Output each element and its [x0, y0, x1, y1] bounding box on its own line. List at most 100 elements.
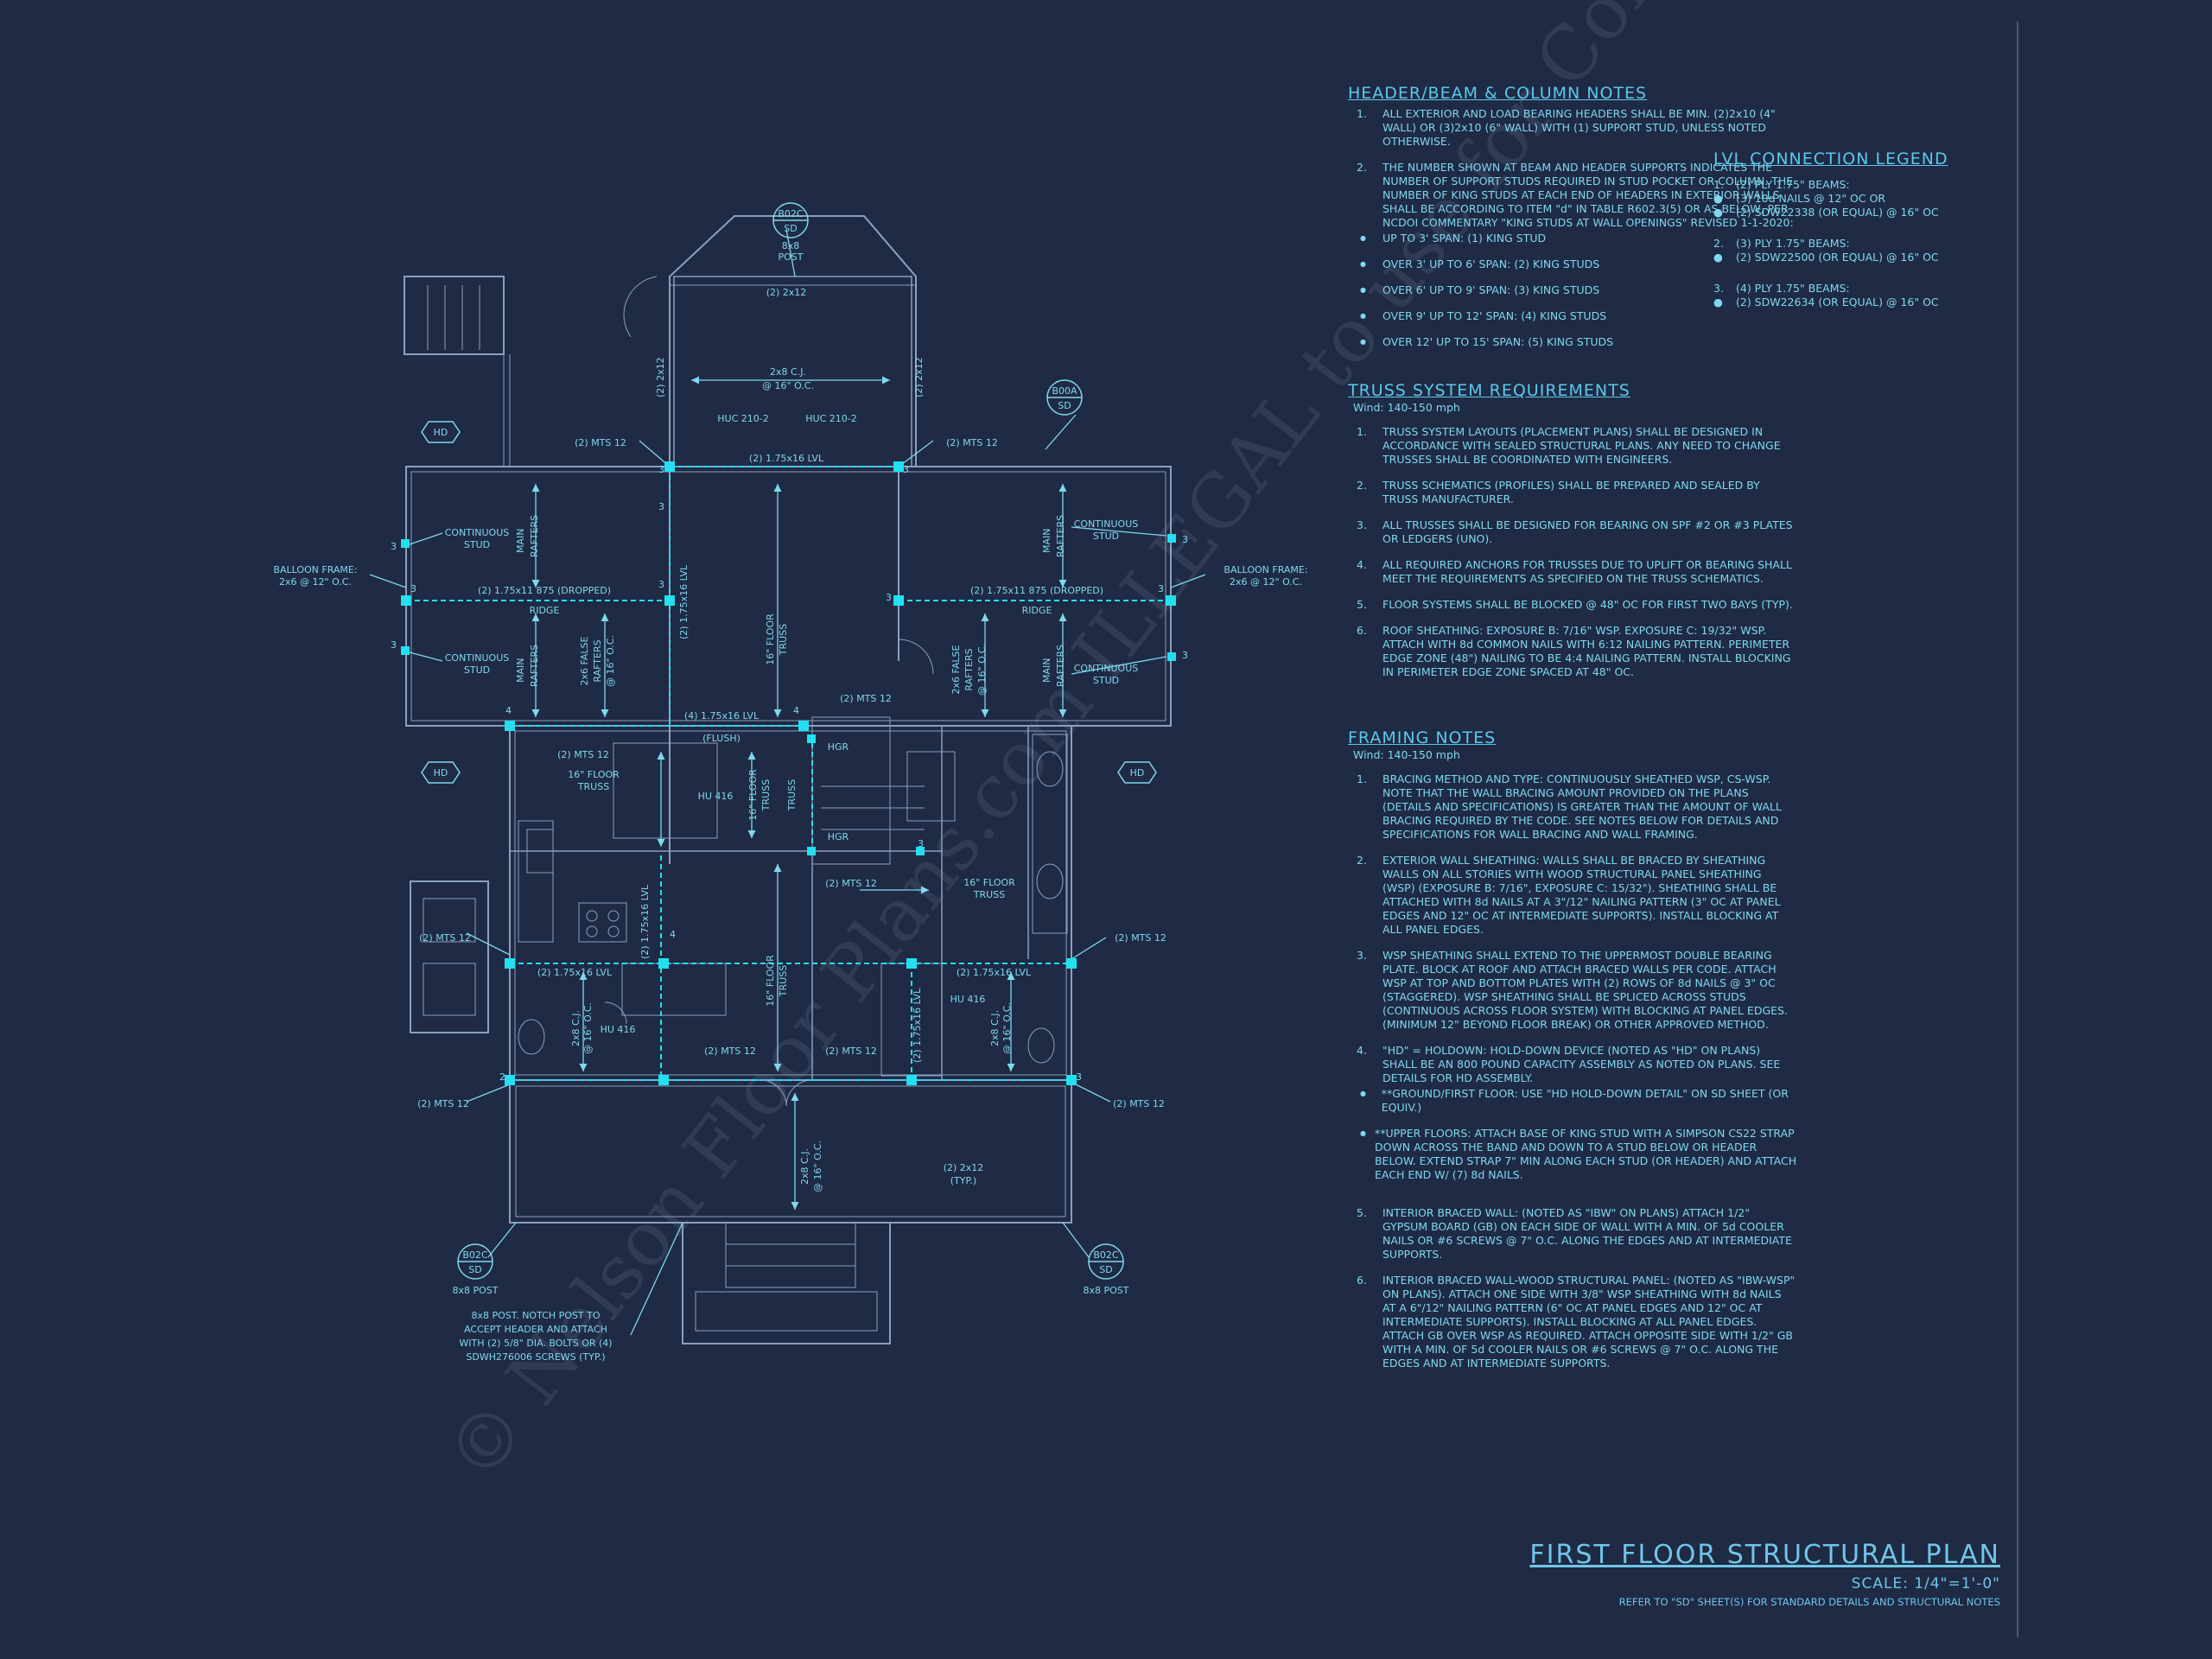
scale-label: SCALE: 1/4"=1'-0": [1851, 1575, 2000, 1592]
dropped-beam-left: (2) 1.75x11 875 (DROPPED): [478, 585, 611, 596]
hd-tag-top-left: [421, 421, 461, 443]
stud-2: STUD: [464, 664, 490, 676]
plan-text: B02C SD 8x8 POST B00A SD B02C SD B02C SD…: [273, 208, 1307, 1363]
ridge-left: RIDGE: [530, 605, 560, 616]
tag-b02c-right-sd: SD: [1099, 1264, 1112, 1275]
stud-count-12: 4: [505, 705, 512, 716]
cj-top-spacing: @ 16" O.C.: [762, 380, 814, 391]
cj-bath-right-spacing: @ 16" O.C.: [1001, 1002, 1013, 1054]
stud-count-10: 3: [1158, 583, 1164, 594]
tag-sd-top: SD: [784, 223, 797, 234]
floor-truss-2b: TRUSS: [577, 781, 609, 792]
false-rafters-2c: @ 16" O.C.: [976, 644, 988, 696]
header-2x12-porch: (2) 2x12: [944, 1162, 984, 1173]
list-item: **GROUND/FIRST FLOOR: USE "HD HOLD-DOWN …: [1382, 1087, 1797, 1115]
list-item: OVER 9' UP TO 12' SPAN: (4) KING STUDS: [1382, 309, 1797, 323]
mts-1: (2) MTS 12: [575, 437, 626, 448]
framing-wind: Wind: 140-150 mph: [1353, 748, 1460, 761]
mts-7: (2) MTS 12: [825, 878, 877, 889]
list-item: 3.ALL TRUSSES SHALL BE DESIGNED FOR BEAR…: [1357, 518, 1793, 545]
mts-6: (2) MTS 12: [1115, 932, 1166, 944]
label-post-left: 8x8 POST: [453, 1285, 499, 1296]
continuous-stud-3: CONTINUOUS: [1074, 518, 1139, 530]
truss-notes-list: 1.TRUSS SYSTEM LAYOUTS (PLACEMENT PLANS)…: [1348, 425, 1797, 679]
list-item: 5.INTERIOR BRACED WALL: (NOTED AS "IBW" …: [1357, 1206, 1792, 1261]
balloon-spacing-right: 2x6 @ 12" O.C.: [1230, 576, 1302, 588]
main-rafters-3a: MAIN: [1041, 529, 1052, 554]
mts-10: (2) MTS 12: [417, 1098, 469, 1109]
lvl-beam-vertical-3: (2) 1.75x16 LVL: [912, 988, 923, 1063]
huc-right: HUC 210-2: [805, 413, 856, 424]
main-rafters-2a: MAIN: [515, 658, 526, 683]
list-item: 1.ALL EXTERIOR AND LOAD BEARING HEADERS …: [1357, 107, 1776, 148]
header-2x12-left: (2) 2x12: [655, 357, 666, 397]
header-notes-list: 1.ALL EXTERIOR AND LOAD BEARING HEADERS …: [1348, 107, 1797, 361]
hd-label-2: HD: [434, 767, 448, 779]
list-item: 4. "HD" = HOLDOWN: HOLD-DOWN DEVICE (NOT…: [1348, 1044, 1797, 1194]
main-rafters-2b: RAFTERS: [529, 645, 540, 687]
list-item: 4.ALL REQUIRED ANCHORS FOR TRUSSES DUE T…: [1357, 558, 1792, 585]
stud-count-8: 3: [391, 639, 397, 651]
floor-truss-4b: TRUSS: [973, 889, 1005, 900]
walls: [404, 215, 1172, 1344]
title-block: FIRST FLOOR STRUCTURAL PLAN SCALE: 1/4"=…: [1529, 1540, 2000, 1608]
reference-note: REFER TO "SD" SHEET(S) FOR STANDARD DETA…: [1618, 1596, 2000, 1608]
false-rafters-2a: 2x6 FALSE: [950, 645, 962, 695]
columns: [401, 461, 1176, 1085]
stud-count-15: 2: [499, 1071, 505, 1083]
stud-1: STUD: [464, 539, 490, 550]
list-item: UP TO 3' SPAN: (1) KING STUD: [1382, 232, 1797, 245]
list-item: 1.BRACING METHOD AND TYPE: CONTINUOUSLY …: [1357, 772, 1782, 841]
list-item: OVER 3' UP TO 6' SPAN: (2) KING STUDS: [1382, 257, 1797, 271]
tag-b00a-sd: SD: [1058, 400, 1071, 411]
false-rafters-2b: RAFTERS: [963, 648, 975, 690]
balloon-spacing-left: 2x6 @ 12" O.C.: [279, 576, 352, 588]
mts-3: (2) MTS 12: [840, 693, 892, 704]
stud-3: STUD: [1093, 531, 1119, 542]
header-notes-title: HEADER/BEAM & COLUMN NOTES: [1348, 84, 1648, 103]
tag-b02c-left-label: B02C: [462, 1249, 488, 1261]
floor-truss-5b: TRUSS: [778, 965, 789, 997]
cj-bath-left-spacing: @ 16" O.C.: [582, 1002, 594, 1054]
tag-b02c-right-label: B02C: [1093, 1249, 1119, 1261]
front-steps: [682, 1222, 891, 1344]
lvl-beam-top: (2) 1.75x16 LVL: [749, 453, 824, 464]
stud-count-11: 3: [1182, 650, 1188, 661]
list-item: 5.FLOOR SYSTEMS SHALL BE BLOCKED @ 48" O…: [1357, 598, 1793, 611]
post-note-4: SDWH276006 SCREWS (TYP.): [466, 1351, 605, 1363]
balloon-frame-right: BALLOON FRAME:: [1224, 564, 1307, 575]
cj-top: 2x8 C.J.: [770, 366, 806, 378]
floor-truss-3: 16" FLOOR: [747, 769, 759, 821]
truss-notes: TRUSS SYSTEM REQUIREMENTS Wind: 140-150 …: [1348, 383, 1797, 679]
label-post: POST: [779, 251, 804, 263]
list-item: **UPPER FLOORS: ATTACH BASE OF KING STUD…: [1375, 1127, 1797, 1182]
list-item: 1.TRUSS SYSTEM LAYOUTS (PLACEMENT PLANS)…: [1357, 425, 1781, 466]
false-rafters-1b: RAFTERS: [592, 639, 603, 682]
header-2x12-typ: (TYP.): [950, 1175, 976, 1186]
stud-count-16: 3: [1076, 1071, 1082, 1083]
floor-truss-4: 16" FLOOR: [963, 877, 1015, 888]
cj-porch: 2x8 C.J.: [799, 1148, 810, 1185]
continuous-stud-1: CONTINUOUS: [445, 527, 510, 538]
false-rafters-1a: 2x6 FALSE: [579, 637, 590, 686]
list-item: 3.WSP SHEATHING SHALL EXTEND TO THE UPPE…: [1357, 949, 1788, 1031]
hu416-2: HU 416: [950, 994, 986, 1005]
floor-truss-3c: TRUSS: [786, 779, 798, 811]
hd-label-1: HD: [434, 427, 448, 438]
main-rafters-4b: RAFTERS: [1055, 645, 1066, 687]
list-item: OVER 12' UP TO 15' SPAN: (5) KING STUDS: [1382, 335, 1797, 349]
mts-8: (2) MTS 12: [704, 1046, 756, 1057]
post-note-1: 8x8 POST. NOTCH POST TO: [472, 1310, 601, 1321]
main-rafters-4a: MAIN: [1041, 658, 1052, 683]
notes-column: HEADER/BEAM & COLUMN NOTES 1.ALL EXTERIO…: [1348, 86, 1797, 1393]
wall-bay: [669, 215, 917, 467]
stud-count-14: 3: [918, 838, 924, 849]
side-bench: [410, 880, 489, 1033]
stud-count-3: 3: [658, 579, 664, 590]
lvl-beam-low-right: (2) 1.75x16 LVL: [957, 967, 1032, 978]
hd-tag-bottom-right: [1117, 761, 1157, 784]
continuous-stud-2: CONTINUOUS: [445, 652, 510, 664]
hgr-2: HGR: [828, 831, 849, 842]
post-note-2: ACCEPT HEADER AND ATTACH: [464, 1324, 607, 1335]
